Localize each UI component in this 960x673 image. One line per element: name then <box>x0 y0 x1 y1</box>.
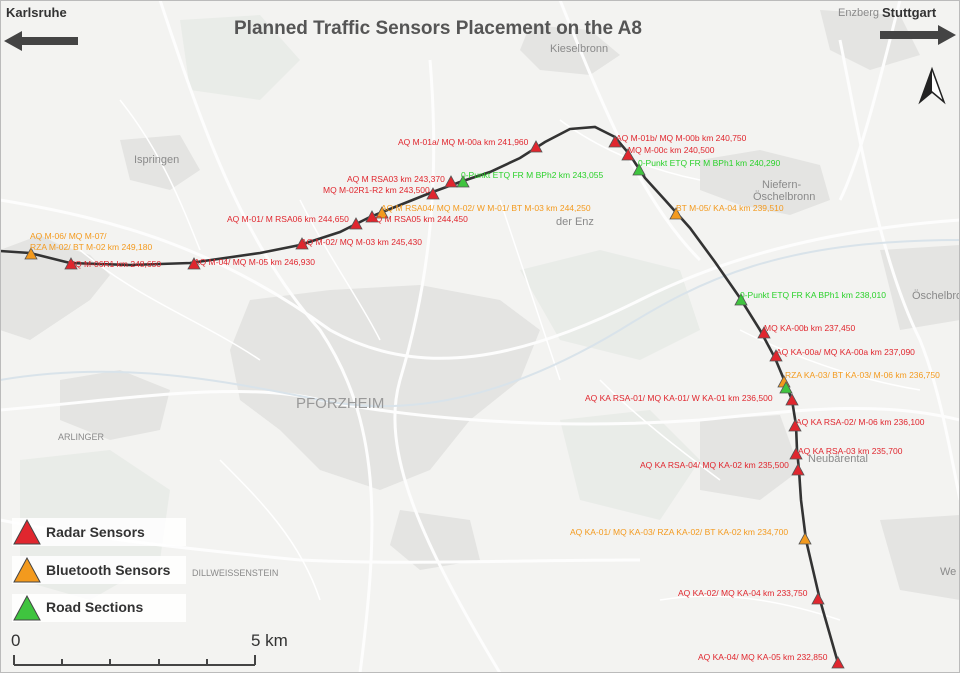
road-section-marker <box>779 381 793 394</box>
place-neubarental: Neubärental <box>808 453 868 465</box>
sensor-label: RZA KA-03/ BT KA-03/ M-06 km 236,750 <box>785 370 940 380</box>
radar-sensor-marker <box>757 326 771 339</box>
sensor-label: AQ KA-02/ MQ KA-04 km 233,750 <box>678 588 808 598</box>
place-niefern-line2: Öschelbronn <box>753 191 815 203</box>
radar-legend-icon <box>13 518 41 545</box>
sensor-label: AQ KA RSA-04/ MQ KA-02 km 235,500 <box>640 460 789 470</box>
bluetooth-sensor-marker <box>669 207 683 220</box>
sensor-label: 0-Punkt ETQ FR KA BPh1 km 238,010 <box>740 290 886 300</box>
sensor-label: MQ M-06R1 km 248,650 <box>68 259 161 269</box>
direction-left-label: Karlsruhe <box>6 5 67 20</box>
radar-sensor-marker <box>529 140 543 153</box>
sensor-label: AQ KA-04/ MQ KA-05 km 232,850 <box>698 652 828 662</box>
radar-sensor-marker <box>811 592 825 605</box>
radar-sensor-marker <box>444 175 458 188</box>
legend: Radar Sensors Bluetooth Sensors Road Sec… <box>12 518 186 622</box>
radar-sensor-marker <box>426 187 440 200</box>
sensor-label: AQ M-04/ MQ M-05 km 246,930 <box>194 257 315 267</box>
sensor-label: AQ KA RSA-02/ M-06 km 236,100 <box>796 417 925 427</box>
radar-sensor-marker <box>349 217 363 230</box>
sensor-label: MQ KA-00b km 237,450 <box>764 323 855 333</box>
map-title: Planned Traffic Sensors Placement on the… <box>234 18 642 39</box>
sensor-label: AQ M-02/ MQ M-03 km 245,430 <box>301 237 422 247</box>
sensor-label: AQ M-01b/ MQ M-00b km 240,750 <box>616 133 747 143</box>
radar-sensor-marker <box>831 656 845 669</box>
north-arrow-icon <box>918 66 946 105</box>
radar-sensor-marker <box>365 210 379 223</box>
sensor-label: AQ M RSA04/ MQ M-02/ W M-01/ BT M-03 km … <box>381 203 591 213</box>
sensor-label: AQ M-06/ MQ M-07/ <box>30 231 107 241</box>
sensor-label: 0-Punkt ETQ FR M BPh2 km 243,055 <box>461 170 603 180</box>
radar-sensor-marker <box>64 257 78 270</box>
road-section-marker <box>734 293 748 306</box>
arrow-right-icon <box>880 25 956 45</box>
legend-item-bg <box>12 518 186 546</box>
radar-sensor-marker <box>187 257 201 270</box>
sensor-label: RZA M-02/ BT M-02 km 249,180 <box>30 242 152 252</box>
river-enz <box>0 239 960 408</box>
place-enzberg: Enzberg <box>838 7 879 19</box>
radar-sensor-marker <box>789 447 803 460</box>
direction-right-label: Stuttgart <box>882 5 937 20</box>
place-dillweissenstein: DILLWEISSENSTEIN <box>192 568 278 578</box>
radar-sensor-marker <box>791 463 805 476</box>
road-section-marker <box>456 175 470 188</box>
sensor-label: AQ M RSA05 km 244,450 <box>370 214 468 224</box>
bluetooth-sensor-marker <box>24 247 38 260</box>
radar-sensor-marker <box>295 237 309 250</box>
sensor-label: 0-Punkt ETQ FR M BPh1 km 240,290 <box>638 158 780 168</box>
place-arlinger: ARLINGER <box>58 432 105 442</box>
sensor-label: MQ M-02R1-R2 km 243,500 <box>323 185 430 195</box>
sensor-label: BT M-05/ KA-04 km 239,510 <box>676 203 784 213</box>
scale-end-label: 5 km <box>251 631 288 650</box>
arrow-left-icon <box>4 31 78 51</box>
place-pforzheim: PFORZHEIM <box>296 395 384 412</box>
radar-sensor-marker <box>785 393 799 406</box>
sensor-label: AQ M-01/ M RSA06 km 244,650 <box>227 214 349 224</box>
sensor-labels: AQ M-06/ MQ M-07/ RZA M-02/ BT M-02 km 2… <box>30 133 940 662</box>
sensor-label: AQ KA RSA-03 km 235,700 <box>798 446 903 456</box>
place-oschelbronn: Öschelbronn <box>912 290 960 302</box>
bluetooth-sensor-marker <box>375 206 389 219</box>
sensor-markers <box>24 135 845 669</box>
road-legend-icon <box>13 594 41 621</box>
legend-bluetooth-label: Bluetooth Sensors <box>46 562 171 578</box>
road-section-marker <box>632 163 646 176</box>
legend-road-label: Road Sections <box>46 599 143 615</box>
sensor-label: AQ KA-01/ MQ KA-03/ RZA KA-02/ BT KA-02 … <box>570 527 788 537</box>
scale-bar: 0 5 km <box>11 631 288 666</box>
bluetooth-sensor-marker <box>798 532 812 545</box>
scale-start-label: 0 <box>11 631 20 650</box>
place-niefern-line1: Niefern- <box>762 179 801 191</box>
radar-sensor-marker <box>769 349 783 362</box>
radar-sensor-marker <box>621 148 635 161</box>
sensor-label: AQ M-01a/ MQ M-00a km 241,960 <box>398 137 529 147</box>
sensor-label: AQ KA-00a/ MQ KA-00a km 237,090 <box>776 347 915 357</box>
place-ispringen: Ispringen <box>134 154 179 166</box>
legend-item-bg <box>12 594 186 622</box>
radar-sensor-marker <box>608 135 622 148</box>
sensor-label: MQ M-00c km 240,500 <box>628 145 715 155</box>
sensor-label: AQ M RSA03 km 243,370 <box>347 174 445 184</box>
legend-radar-label: Radar Sensors <box>46 524 145 540</box>
place-we: We <box>940 566 956 578</box>
bluetooth-legend-icon <box>13 556 41 583</box>
radar-sensor-marker <box>788 419 802 432</box>
sensor-label: AQ KA RSA-01/ MQ KA-01/ W KA-01 km 236,5… <box>585 393 773 403</box>
place-der-enz: der Enz <box>556 216 594 228</box>
place-kieselbronn: Kieselbronn <box>550 43 608 55</box>
urban-areas <box>0 10 960 600</box>
legend-item-bg <box>12 556 186 584</box>
